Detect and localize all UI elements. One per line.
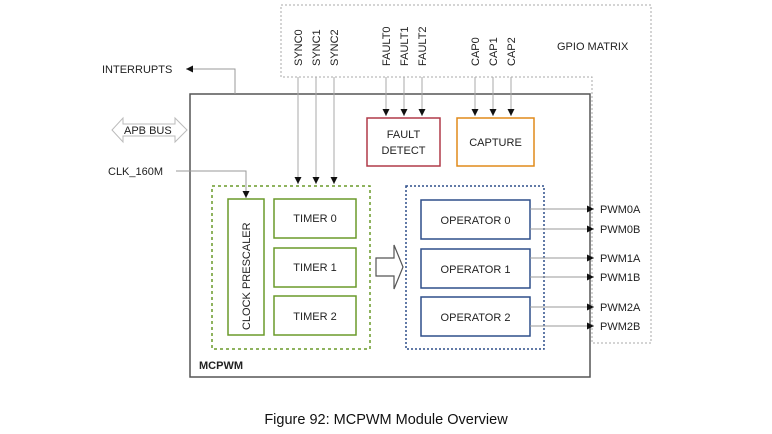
cap-lines: [471, 77, 515, 116]
capture-box: [456, 117, 535, 167]
fault-detect-box: [366, 117, 441, 167]
clk-label: CLK_160M: [108, 166, 163, 178]
sync2-label: SYNC2: [329, 29, 341, 66]
mcpwm-module-box: [189, 93, 591, 378]
clk-line: [176, 170, 250, 198]
sync-labels: SYNC0 SYNC1 SYNC2: [293, 29, 341, 66]
gpio-matrix-label: GPIO MATRIX: [557, 41, 629, 53]
interrupts-label: INTERRUPTS: [102, 64, 172, 76]
cap-labels: CAP0 CAP1 CAP2: [470, 37, 518, 66]
operator-1-box: [420, 248, 531, 289]
pwm2a-label: PWM2A: [600, 302, 641, 314]
timer-group-boundary: [211, 185, 371, 350]
apb-bus-label: APB BUS: [124, 125, 172, 137]
sync1-label: SYNC1: [311, 29, 323, 66]
figure-caption: Figure 92: MCPWM Module Overview: [264, 412, 508, 428]
timers-to-operators-arrow: [375, 244, 404, 290]
fault-detect-line2: DETECT: [382, 145, 426, 157]
cap1-label: CAP1: [488, 37, 500, 66]
pwm-labels: PWM0A PWM0B PWM1A PWM1B PWM2A PWM2B: [600, 204, 641, 333]
capture-label: CAPTURE: [469, 137, 522, 149]
operator-0-label: OPERATOR 0: [441, 215, 511, 227]
pwm1b-label: PWM1B: [600, 272, 640, 284]
pwm-lines: [530, 205, 594, 330]
clock-prescaler-label: CLOCK PRESCALER: [241, 222, 253, 330]
clock-prescaler-box: [227, 198, 265, 336]
fault2-label: FAULT2: [417, 26, 429, 66]
fault-detect-line1: FAULT: [387, 129, 421, 141]
timer-0-box: [273, 198, 357, 239]
operators: OPERATOR 0 OPERATOR 1 OPERATOR 2: [420, 199, 531, 337]
fault-lines: [382, 77, 426, 116]
operator-1-label: OPERATOR 1: [441, 264, 511, 276]
pwm2b-label: PWM2B: [600, 321, 640, 333]
sync0-label: SYNC0: [293, 29, 305, 66]
operator-group-boundary: [405, 185, 545, 350]
cap0-label: CAP0: [470, 37, 482, 66]
timer-1-box: [273, 247, 357, 288]
timer-0-label: TIMER 0: [293, 213, 336, 225]
fault0-label: FAULT0: [381, 26, 393, 66]
operator-2-box: [420, 296, 531, 337]
fault-labels: FAULT0 FAULT1 FAULT2: [381, 26, 429, 66]
timer-2-box: [273, 295, 357, 336]
sync-lines: [294, 77, 338, 184]
pwm1a-label: PWM1A: [600, 253, 641, 265]
timer-2-label: TIMER 2: [293, 311, 336, 323]
mcpwm-label: MCPWM: [199, 360, 243, 372]
operator-2-label: OPERATOR 2: [441, 312, 511, 324]
apb-bus-arrow: [111, 116, 188, 144]
gpio-matrix-boundary: [280, 4, 652, 344]
fault1-label: FAULT1: [399, 26, 411, 66]
operator-0-box: [420, 199, 531, 240]
cap2-label: CAP2: [506, 37, 518, 66]
pwm0b-label: PWM0B: [600, 224, 640, 236]
timer-1-label: TIMER 1: [293, 262, 336, 274]
interrupts-line: [186, 65, 236, 94]
timers: TIMER 0 TIMER 1 TIMER 2: [273, 198, 357, 336]
pwm0a-label: PWM0A: [600, 204, 641, 216]
